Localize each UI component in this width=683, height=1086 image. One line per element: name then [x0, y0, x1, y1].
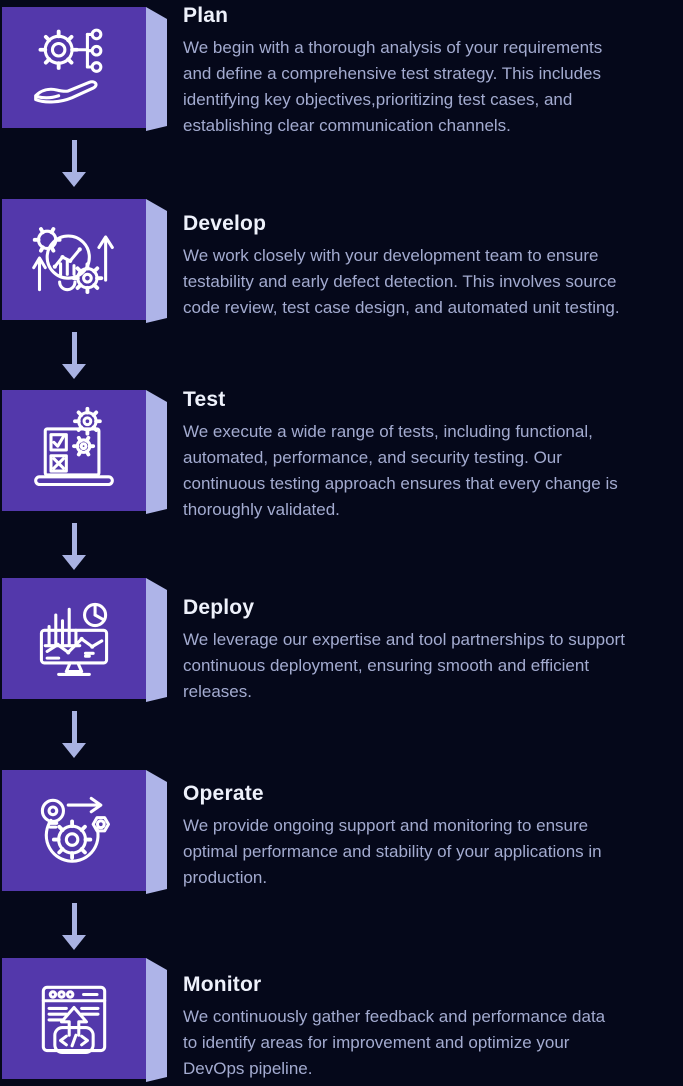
test-icon-box	[2, 390, 146, 511]
plan-box-side	[146, 7, 167, 131]
description-line: optimal performance and stability of you…	[183, 842, 602, 861]
plan-icon-box	[2, 7, 146, 128]
monitor-icon-box	[2, 958, 146, 1079]
monitor-box-side	[146, 958, 167, 1082]
develop-icon	[32, 227, 114, 294]
description-line: We begin with a thorough analysis of you…	[183, 38, 603, 57]
description-line: to identify areas for improvement and op…	[183, 1033, 570, 1052]
down-arrow	[62, 711, 86, 758]
process-step-monitor: Monitor We continuously gather feedback …	[0, 958, 683, 1082]
down-arrow	[62, 332, 86, 379]
down-arrow	[62, 523, 86, 570]
arrow-head	[62, 364, 86, 379]
deploy-icon-box	[2, 578, 146, 699]
deploy-box-side	[146, 578, 167, 702]
plan-icon	[34, 28, 103, 104]
develop-box-side	[146, 199, 167, 323]
step-description: We provide ongoing support and monitorin…	[183, 813, 683, 891]
description-line: thoroughly validated.	[183, 500, 340, 519]
down-arrow	[62, 903, 86, 950]
description-line: continuous deployment, ensuring smooth a…	[183, 656, 590, 675]
description-line: We execute a wide range of tests, includ…	[183, 422, 593, 441]
description-line: code review, test case design, and autom…	[183, 298, 620, 317]
arrow-stem	[71, 140, 77, 172]
step-description: We continuously gather feedback and perf…	[183, 1004, 683, 1082]
step-title: Operate	[183, 782, 264, 805]
operate-icon-box	[2, 770, 146, 891]
step-title: Plan	[183, 4, 229, 27]
step-description: We begin with a thorough analysis of you…	[183, 35, 683, 139]
step-description: We execute a wide range of tests, includ…	[183, 419, 683, 523]
arrow-stem	[71, 711, 77, 743]
process-step-test: Test We execute a wide range of tests, i…	[0, 388, 683, 519]
description-line: We work closely with your development te…	[183, 246, 599, 265]
description-line: testability and early defect detection. …	[183, 272, 617, 291]
step-title: Monitor	[183, 973, 262, 996]
develop-icon-box	[2, 199, 146, 320]
description-line: production.	[183, 868, 268, 887]
down-arrow	[62, 140, 86, 187]
description-line: identifying key objectives,prioritizing …	[183, 90, 573, 109]
step-title: Test	[183, 388, 226, 411]
deploy-icon	[39, 602, 109, 676]
step-description: We leverage our expertise and tool partn…	[183, 627, 683, 705]
description-line: We provide ongoing support and monitorin…	[183, 816, 589, 835]
arrow-head	[62, 935, 86, 950]
step-description: We work closely with your development te…	[183, 243, 683, 321]
description-line: DevOps pipeline.	[183, 1059, 313, 1078]
operate-icon	[40, 796, 111, 863]
process-step-deploy: Deploy We leverage our expertise and too…	[0, 578, 683, 702]
process-step-plan: Plan We begin with a thorough analysis o…	[0, 4, 683, 135]
arrow-stem	[71, 903, 77, 935]
step-title: Deploy	[183, 596, 255, 619]
operate-box-side	[146, 770, 167, 894]
description-line: releases.	[183, 682, 252, 701]
step-title: Develop	[183, 212, 267, 235]
arrow-head	[62, 172, 86, 187]
description-line: establishing clear communication channel…	[183, 116, 511, 135]
process-step-operate: Operate We provide ongoing support and m…	[0, 770, 683, 894]
process-step-develop: Develop We work closely with your develo…	[0, 199, 683, 323]
monitor-icon	[41, 985, 107, 1055]
arrow-stem	[71, 523, 77, 555]
test-icon	[34, 406, 114, 487]
description-line: We continuously gather feedback and perf…	[183, 1007, 606, 1026]
arrow-head	[62, 743, 86, 758]
description-line: continuous testing approach ensures that…	[183, 474, 618, 493]
arrow-stem	[71, 332, 77, 364]
description-line: and define a comprehensive test strategy…	[183, 64, 601, 83]
arrow-head	[62, 555, 86, 570]
description-line: We leverage our expertise and tool partn…	[183, 630, 625, 649]
description-line: automated, performance, and security tes…	[183, 448, 562, 467]
test-box-side	[146, 390, 167, 514]
